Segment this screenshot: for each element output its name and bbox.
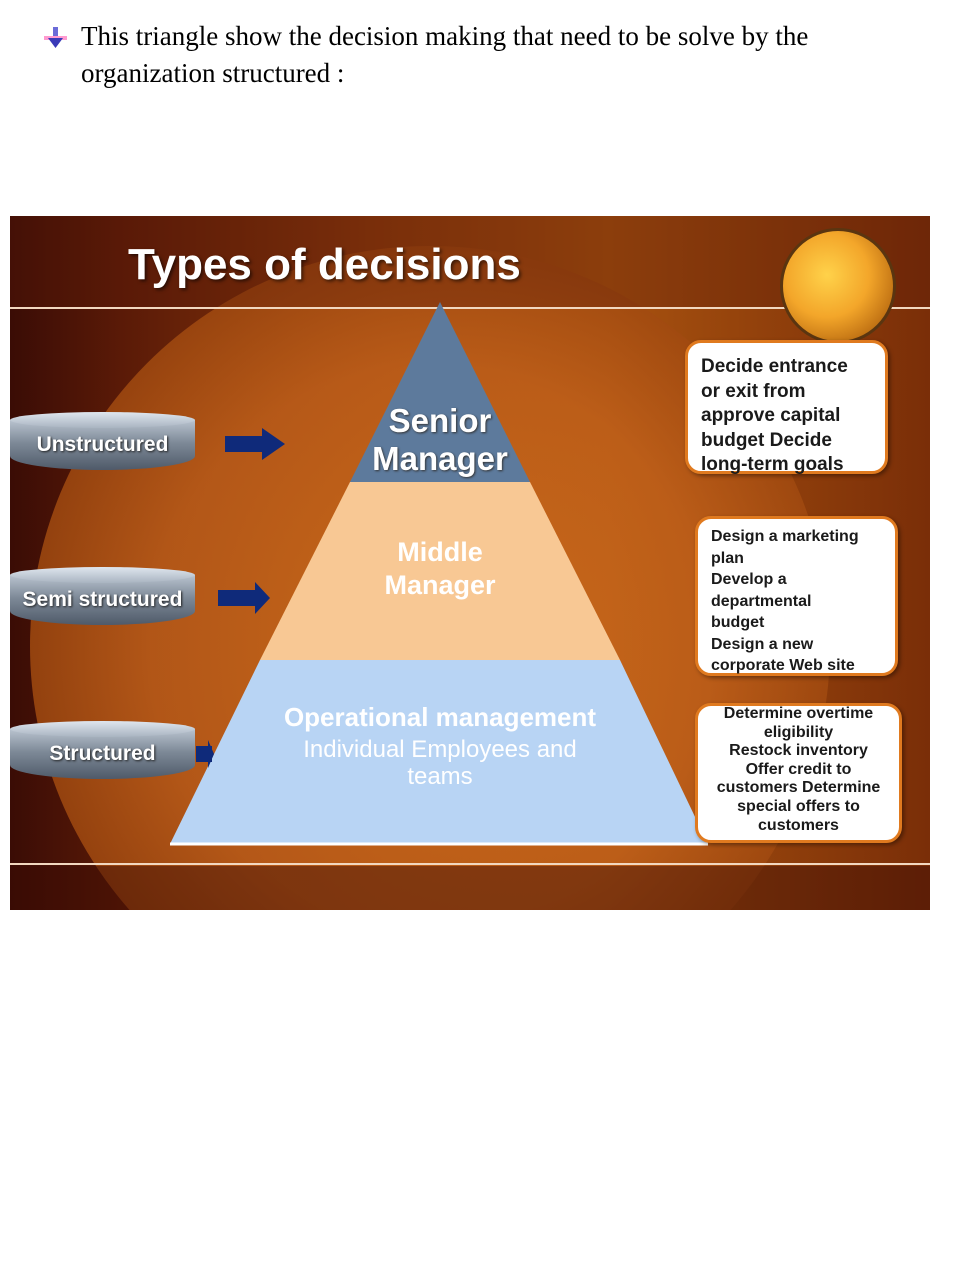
arrow-icon bbox=[218, 582, 270, 614]
pyramid-bottom-tier bbox=[170, 660, 708, 844]
category-semi-structured: Semi structured bbox=[10, 567, 195, 625]
category-unstructured: Unstructured bbox=[10, 412, 195, 470]
slide-background bbox=[10, 216, 930, 910]
decision-box-middle: Design a marketing plan Develop a depart… bbox=[695, 516, 898, 676]
pyramid-top-tier bbox=[350, 302, 530, 482]
decision-box-operational: Determine overtime eligibility Restock i… bbox=[695, 703, 902, 843]
bullet-arrow-icon bbox=[44, 27, 67, 48]
middle-manager-label: Middle Manager bbox=[384, 537, 496, 600]
intro-text: This triangle show the decision making t… bbox=[81, 21, 809, 88]
senior-manager-label: Senior Manager bbox=[372, 402, 508, 477]
slide-title: Types of decisions bbox=[128, 240, 521, 289]
decision-photo-icon bbox=[780, 228, 896, 344]
pyramid-middle-tier bbox=[260, 482, 620, 660]
arrow-icon bbox=[225, 428, 285, 460]
decision-slide-image: Types of decisions Unstructured Semi str… bbox=[10, 216, 930, 910]
operational-management-label: Operational management Individual Employ… bbox=[283, 702, 597, 790]
decision-box-senior: Decide entrance or exit from approve cap… bbox=[685, 340, 888, 475]
arrow-icon bbox=[196, 740, 214, 768]
category-structured: Structured bbox=[10, 721, 195, 779]
